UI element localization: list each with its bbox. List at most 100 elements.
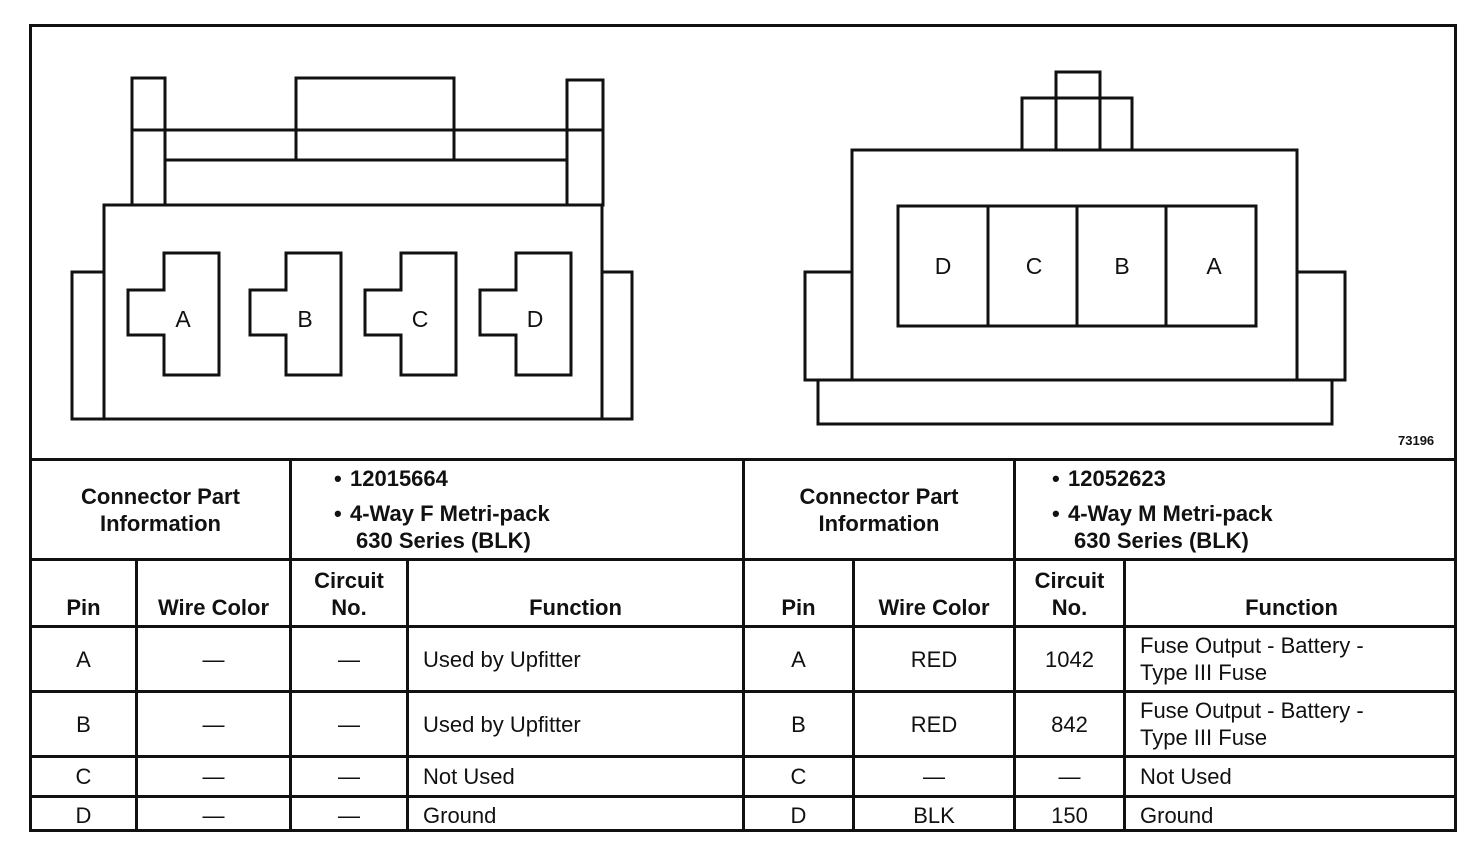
- left-description-1: 4-Way F Metri-pack: [350, 501, 550, 526]
- right-circuit-cell: 842: [1016, 693, 1123, 755]
- left-circuit-text: —: [338, 711, 360, 737]
- right-description-2: 630 Series (BLK): [1074, 528, 1249, 553]
- right-info-label: Connector Part Information: [745, 461, 1013, 558]
- female-cavity-label: B: [297, 306, 312, 332]
- right-description-1: 4-Way M Metri-pack: [1068, 501, 1273, 526]
- left-info-label: Connector Part Information: [32, 461, 289, 558]
- right-function-text: Ground: [1140, 802, 1214, 828]
- right-wire-color-cell: BLK: [855, 798, 1013, 832]
- female-cavity-outline: [363, 251, 458, 377]
- right-info-label-line1: Connector Part: [799, 483, 959, 509]
- divider-right-circuit: [1123, 558, 1126, 832]
- right-part-number-line: •12052623: [1052, 466, 1166, 491]
- right-wire-color-text: RED: [910, 711, 958, 737]
- divider-right-pin: [852, 558, 855, 832]
- right-header-circuit: Circuit No.: [1016, 561, 1123, 625]
- left-info-label-line2: Information: [100, 510, 221, 536]
- left-header-circuit: Circuit No.: [292, 561, 406, 625]
- left-description-line-2: 630 Series (BLK): [334, 527, 550, 554]
- left-circuit-text: —: [338, 646, 360, 672]
- left-pin-text: A: [76, 646, 91, 672]
- left-wire-color-text: —: [202, 802, 225, 828]
- male-cavity-label: C: [1026, 253, 1043, 279]
- left-header-wire-color-text: Wire Color: [157, 595, 270, 620]
- left-wire-color-text: —: [202, 646, 225, 672]
- right-wire-color-text: BLK: [913, 802, 955, 828]
- left-description-2: 630 Series (BLK): [356, 528, 531, 553]
- left-function-text: Used by Upfitter: [423, 711, 581, 737]
- right-pin-cell: C: [745, 758, 852, 795]
- female-cavity-label: D: [527, 306, 544, 332]
- left-part-info: •12015664 •4-Way F Metri-pack 630 Series…: [334, 465, 550, 554]
- female-cavity-outline: [478, 251, 573, 377]
- left-function-text: Ground: [423, 802, 497, 828]
- female-cavity-outline: [126, 251, 221, 377]
- right-wire-color-text: RED: [910, 646, 958, 672]
- right-part-number: 12052623: [1068, 466, 1166, 491]
- right-function-cell: Ground: [1126, 798, 1457, 832]
- right-circuit-cell: 150: [1016, 798, 1123, 832]
- left-wire-color-cell: —: [138, 628, 289, 690]
- right-function-text: Not Used: [1140, 764, 1232, 789]
- left-header-wire-color: Wire Color: [138, 561, 289, 625]
- left-function-cell: Ground: [409, 798, 742, 832]
- left-pin-text: B: [76, 711, 91, 737]
- divider-left-circuit: [406, 558, 409, 832]
- right-circuit-text: 842: [1051, 711, 1088, 737]
- left-info-label-line1: Connector Part: [81, 483, 240, 509]
- right-header-wire-color: Wire Color: [855, 561, 1013, 625]
- right-description-line: •4-Way M Metri-pack: [1052, 501, 1273, 526]
- female-cavity-label: C: [412, 306, 429, 332]
- right-pin-cell: A: [745, 628, 852, 690]
- right-circuit-cell: 1042: [1016, 628, 1123, 690]
- right-function-text: Type III Fuse: [1140, 660, 1268, 685]
- right-circuit-text: 150: [1051, 802, 1088, 828]
- left-pin-text: C: [75, 764, 92, 789]
- left-wire-color-text: —: [202, 764, 225, 789]
- left-wire-color-cell: —: [138, 693, 289, 755]
- right-pin-cell: D: [745, 798, 852, 832]
- right-part-info: •12052623 •4-Way M Metri-pack 630 Series…: [1052, 465, 1273, 554]
- left-header-pin-text: Pin: [66, 595, 101, 620]
- female-cavity-outline: [248, 251, 343, 377]
- left-part-number-line: •12015664: [334, 466, 448, 491]
- right-function-text: Fuse Output - Battery -: [1140, 633, 1364, 658]
- left-header-function: Function: [409, 561, 742, 625]
- right-description-line-2: 630 Series (BLK): [1052, 527, 1273, 554]
- left-wire-color-text: —: [202, 711, 225, 737]
- right-pin-text: A: [791, 646, 806, 672]
- left-circuit-text: —: [338, 802, 360, 828]
- left-pin-cell: D: [32, 798, 135, 832]
- right-pin-text: C: [790, 764, 807, 789]
- female-cavity-label: A: [175, 306, 191, 332]
- left-function-cell: Used by Upfitter: [409, 628, 742, 690]
- right-info-label-line2: Information: [818, 510, 940, 536]
- left-circuit-text: —: [338, 764, 360, 789]
- left-circuit-cell: —: [292, 758, 406, 795]
- male-connector-body: [803, 70, 1347, 426]
- right-circuit-text: 1042: [1045, 646, 1094, 672]
- left-circuit-cell: —: [292, 628, 406, 690]
- left-pin-cell: C: [32, 758, 135, 795]
- divider-right-info: [1013, 458, 1016, 832]
- left-header-circuit-line2: No.: [331, 595, 367, 620]
- male-cavity-label: B: [1114, 253, 1129, 279]
- right-header-pin: Pin: [745, 561, 852, 625]
- right-wire-color-cell: —: [855, 758, 1013, 795]
- right-circuit-text: —: [1058, 764, 1081, 789]
- male-cavity-label: A: [1206, 253, 1222, 279]
- right-function-cell: Fuse Output - Battery -Type III Fuse: [1126, 628, 1457, 690]
- left-function-cell: Not Used: [409, 758, 742, 795]
- left-function-text: Not Used: [423, 764, 515, 789]
- right-function-cell: Fuse Output - Battery -Type III Fuse: [1126, 693, 1457, 755]
- divider-left-info: [289, 458, 292, 832]
- right-pin-text: D: [790, 802, 807, 828]
- left-pin-text: D: [75, 802, 92, 828]
- figure-id: 73196: [1398, 433, 1435, 448]
- right-circuit-cell: —: [1016, 758, 1123, 795]
- left-wire-color-cell: —: [138, 798, 289, 832]
- divider-left-pin: [135, 558, 138, 832]
